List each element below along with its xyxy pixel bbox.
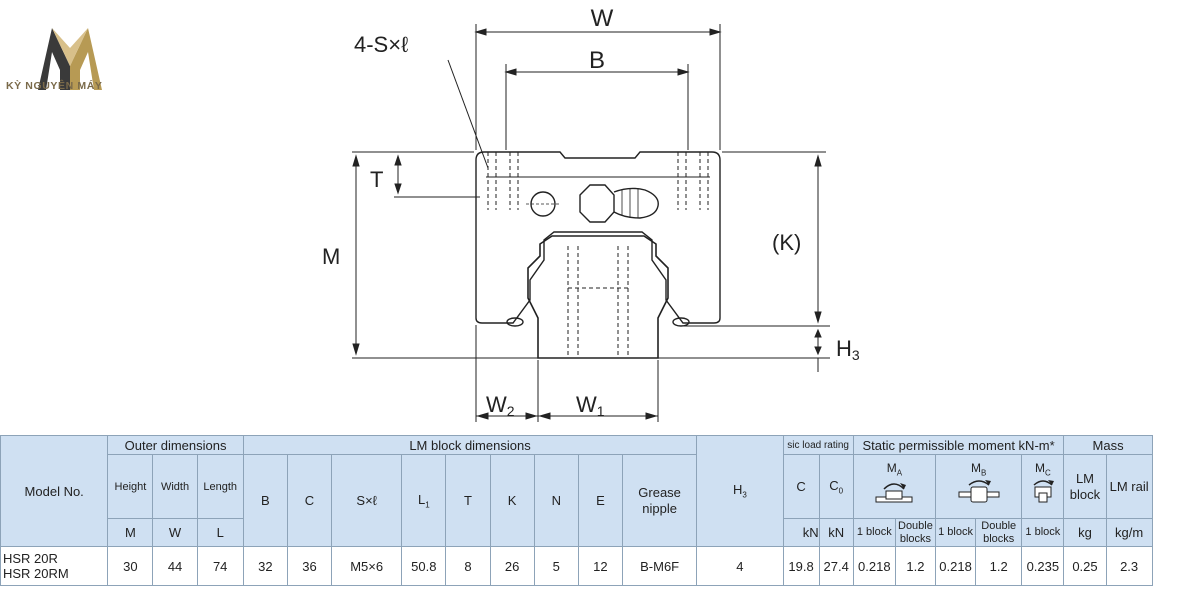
moment-c-icon bbox=[1033, 480, 1054, 503]
value-m: 30 bbox=[107, 546, 154, 586]
value-mb-double: 1.2 bbox=[975, 546, 1023, 586]
logo-m-icon bbox=[38, 28, 102, 90]
value-t: 8 bbox=[445, 546, 491, 586]
rail-mass-unit: kg/m bbox=[1105, 518, 1153, 547]
label-s-x-l: 4-S×ℓ bbox=[354, 32, 409, 57]
label-h3: H3 bbox=[836, 336, 860, 363]
value-k: 26 bbox=[489, 546, 535, 586]
value-c0: 27.4 bbox=[818, 546, 854, 586]
value-mass-rail: 2.3 bbox=[1105, 546, 1153, 586]
mc-one-block: 1 block bbox=[1021, 518, 1065, 547]
value-grease-nipple: B-M6F bbox=[621, 546, 698, 586]
ma-double-blocks: Double blocks bbox=[894, 518, 937, 547]
c-header: C bbox=[286, 454, 333, 547]
mass-header: Mass bbox=[1063, 435, 1153, 455]
moment-a-icon bbox=[875, 483, 913, 503]
brand-logo bbox=[30, 18, 140, 98]
lm-block-mass-header: LM block bbox=[1063, 454, 1107, 519]
value-l1: 50.8 bbox=[401, 546, 447, 586]
t-header: T bbox=[445, 454, 491, 547]
value-b: 32 bbox=[242, 546, 288, 586]
sxl-header: S×ℓ bbox=[331, 454, 403, 547]
mb-one-block: 1 block bbox=[934, 518, 977, 547]
grease-nipple-header: Grease nipple bbox=[621, 454, 698, 547]
value-ma-single: 0.218 bbox=[852, 546, 896, 586]
value-n: 5 bbox=[533, 546, 579, 586]
w-symbol: W bbox=[152, 518, 198, 547]
lm-rail-mass-header: LM rail bbox=[1105, 454, 1153, 519]
mb-double-blocks: Double blocks bbox=[975, 518, 1023, 547]
h3-header: H3 bbox=[696, 435, 784, 547]
label-w1: W1 bbox=[576, 392, 605, 419]
value-mc-single: 0.235 bbox=[1021, 546, 1065, 586]
k-header: K bbox=[489, 454, 535, 547]
model-header: Model No. bbox=[0, 435, 109, 547]
value-mb-single: 0.218 bbox=[934, 546, 977, 586]
value-c: 36 bbox=[286, 546, 333, 586]
rail-outline bbox=[527, 235, 669, 359]
value-c-dynamic: 19.8 bbox=[782, 546, 820, 586]
label-k: (K) bbox=[772, 230, 801, 255]
value-mass-block: 0.25 bbox=[1063, 546, 1107, 586]
n-header: N bbox=[533, 454, 579, 547]
label-m: M bbox=[322, 244, 340, 269]
value-ma-double: 1.2 bbox=[894, 546, 937, 586]
lm-block-dimensions-header: LM block dimensions bbox=[242, 435, 698, 455]
ma-one-block: 1 block bbox=[852, 518, 896, 547]
m-symbol: M bbox=[107, 518, 154, 547]
static-moment-header: Static permissible moment kN-m* bbox=[852, 435, 1065, 455]
b-header: B bbox=[242, 454, 288, 547]
guide-block-drawing: W B 4-S×ℓ T M (K) H3 W2 W1 bbox=[322, 5, 860, 422]
value-w: 44 bbox=[152, 546, 198, 586]
e-header: E bbox=[577, 454, 623, 547]
grease-nipple bbox=[579, 184, 615, 223]
length-header: Length bbox=[196, 454, 244, 519]
l1-header: L1 bbox=[401, 454, 447, 547]
load-c0-header: C0 bbox=[818, 454, 854, 519]
value-e: 12 bbox=[577, 546, 623, 586]
width-header: Width bbox=[152, 454, 198, 519]
c0-unit: kN bbox=[818, 518, 854, 547]
spec-table: Model No. Outer dimensions LM block dime… bbox=[0, 435, 1200, 586]
label-t: T bbox=[370, 167, 383, 192]
block-outline bbox=[475, 151, 721, 324]
label-w: W bbox=[591, 5, 614, 32]
l-symbol: L bbox=[196, 518, 244, 547]
label-w2: W2 bbox=[486, 392, 515, 419]
value-h3: 4 bbox=[696, 546, 784, 586]
load-c-header: C bbox=[782, 454, 820, 519]
value-l: 74 bbox=[196, 546, 244, 586]
value-sxl: M5×6 bbox=[331, 546, 403, 586]
height-header: Height bbox=[107, 454, 154, 519]
ma-header: MA bbox=[852, 454, 937, 519]
outer-dimensions-header: Outer dimensions bbox=[107, 435, 244, 455]
mb-header: MB bbox=[934, 454, 1023, 519]
label-b: B bbox=[589, 47, 605, 74]
basic-load-rating-header: sic load rating bbox=[782, 435, 854, 455]
brand-name: KỲ NGUYÊN MÁY bbox=[6, 80, 103, 92]
c-unit: kN bbox=[782, 518, 820, 547]
moment-b-icon bbox=[958, 480, 1000, 503]
mc-header: MC bbox=[1021, 454, 1065, 519]
block-mass-unit: kg bbox=[1063, 518, 1107, 547]
